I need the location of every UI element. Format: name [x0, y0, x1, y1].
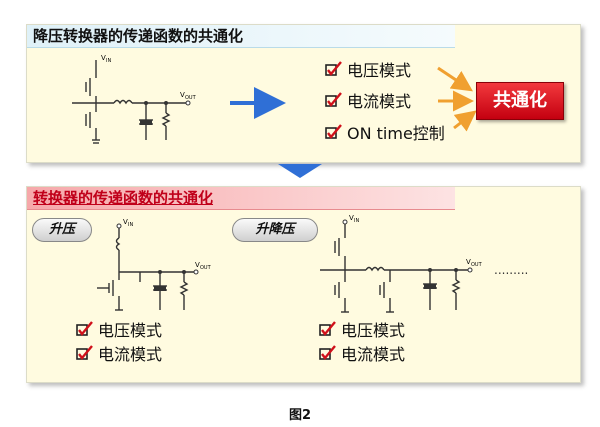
- check-icon: [325, 124, 343, 145]
- boost-option-current-mode: 电流模式: [76, 345, 162, 366]
- buck-boost-tag: 升降压: [232, 218, 318, 242]
- converter-panel: 转换器的传递函数的共通化: [26, 186, 581, 383]
- boost-tag: 升压: [32, 218, 92, 242]
- check-icon: [76, 321, 94, 342]
- boost-option-voltage-mode: 电压模式: [76, 321, 162, 342]
- buckboost-option-current-mode: 电流模式: [319, 345, 405, 366]
- buck-panel-title: 降压转换器的传递函数的共通化: [27, 25, 455, 48]
- converter-panel-title: 转换器的传递函数的共通化: [27, 187, 455, 210]
- top-option-current-mode: 电流模式: [325, 92, 411, 113]
- top-option-voltage-mode: 电压模式: [325, 61, 411, 82]
- buckboost-option-voltage-mode: 电压模式: [319, 321, 405, 342]
- top-option-on-time-control: ON time控制: [325, 124, 445, 145]
- check-icon: [76, 345, 94, 366]
- check-icon: [325, 61, 343, 82]
- check-icon: [325, 92, 343, 113]
- figure-caption: 图2: [288, 408, 312, 423]
- check-icon: [319, 345, 337, 366]
- down-arrow: [278, 164, 322, 178]
- unify-result-box: 共通化: [476, 82, 564, 120]
- check-icon: [319, 321, 337, 342]
